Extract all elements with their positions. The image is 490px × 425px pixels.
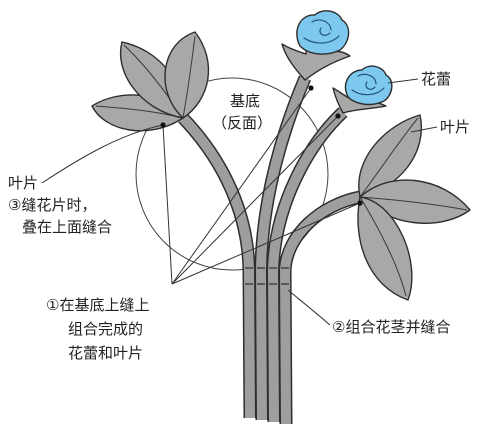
left-leaf-cluster	[91, 31, 210, 132]
base-side-label: （反面）	[212, 114, 273, 132]
bud-petals	[344, 65, 393, 106]
leader-line	[162, 124, 173, 285]
stem	[255, 76, 310, 421]
petal-curl	[365, 81, 376, 90]
base-circle	[135, 77, 329, 271]
leader-line	[387, 78, 419, 84]
bud-petals	[296, 10, 350, 55]
stitch-dot	[308, 85, 314, 91]
leaf-vein	[359, 196, 407, 297]
leader-line	[171, 115, 339, 285]
leader-line	[171, 202, 361, 285]
stitch-dot	[335, 113, 341, 119]
step1-line1: ①在基底上缝上	[46, 296, 150, 314]
step2-label: ②组合花茎并缝合	[332, 318, 451, 336]
leaf-vein	[359, 117, 419, 198]
leader-lines	[41, 78, 438, 326]
step1-line2: 组合完成的	[68, 320, 144, 338]
attachment-dots	[160, 85, 363, 206]
petal-curl	[357, 73, 377, 85]
leaf	[164, 31, 210, 119]
leaf	[357, 196, 413, 301]
leaf-vein	[359, 196, 468, 211]
step1-line3: 花蕾和叶片	[68, 344, 144, 362]
stem	[279, 192, 362, 425]
petal-curl	[319, 27, 331, 36]
petal-curl	[311, 19, 332, 31]
stitch-dot	[357, 200, 363, 206]
step3-line1: ③缝花片时，	[8, 196, 97, 214]
base-label: 基底	[230, 92, 261, 110]
flower-bud	[281, 10, 351, 81]
bud-label: 花蕾	[421, 70, 452, 88]
right-leaf-cluster	[357, 114, 471, 301]
stem	[179, 114, 255, 419]
leaf-vein	[182, 35, 196, 119]
leader-line	[41, 124, 164, 184]
leaf-left-label: 叶片	[8, 174, 39, 192]
stem-stitches	[245, 267, 289, 285]
leader-line	[171, 87, 312, 285]
petal-curl	[351, 87, 385, 96]
stitch-dot	[160, 122, 166, 128]
stem	[267, 108, 347, 423]
stems	[178, 75, 362, 425]
leaf-right-label: 叶片	[440, 118, 471, 136]
step3-line2: 叠在上面缝合	[22, 218, 113, 236]
flower-bud	[332, 65, 393, 114]
leader-line	[287, 289, 331, 326]
leader-line	[410, 126, 438, 133]
petal-curl	[303, 35, 340, 44]
